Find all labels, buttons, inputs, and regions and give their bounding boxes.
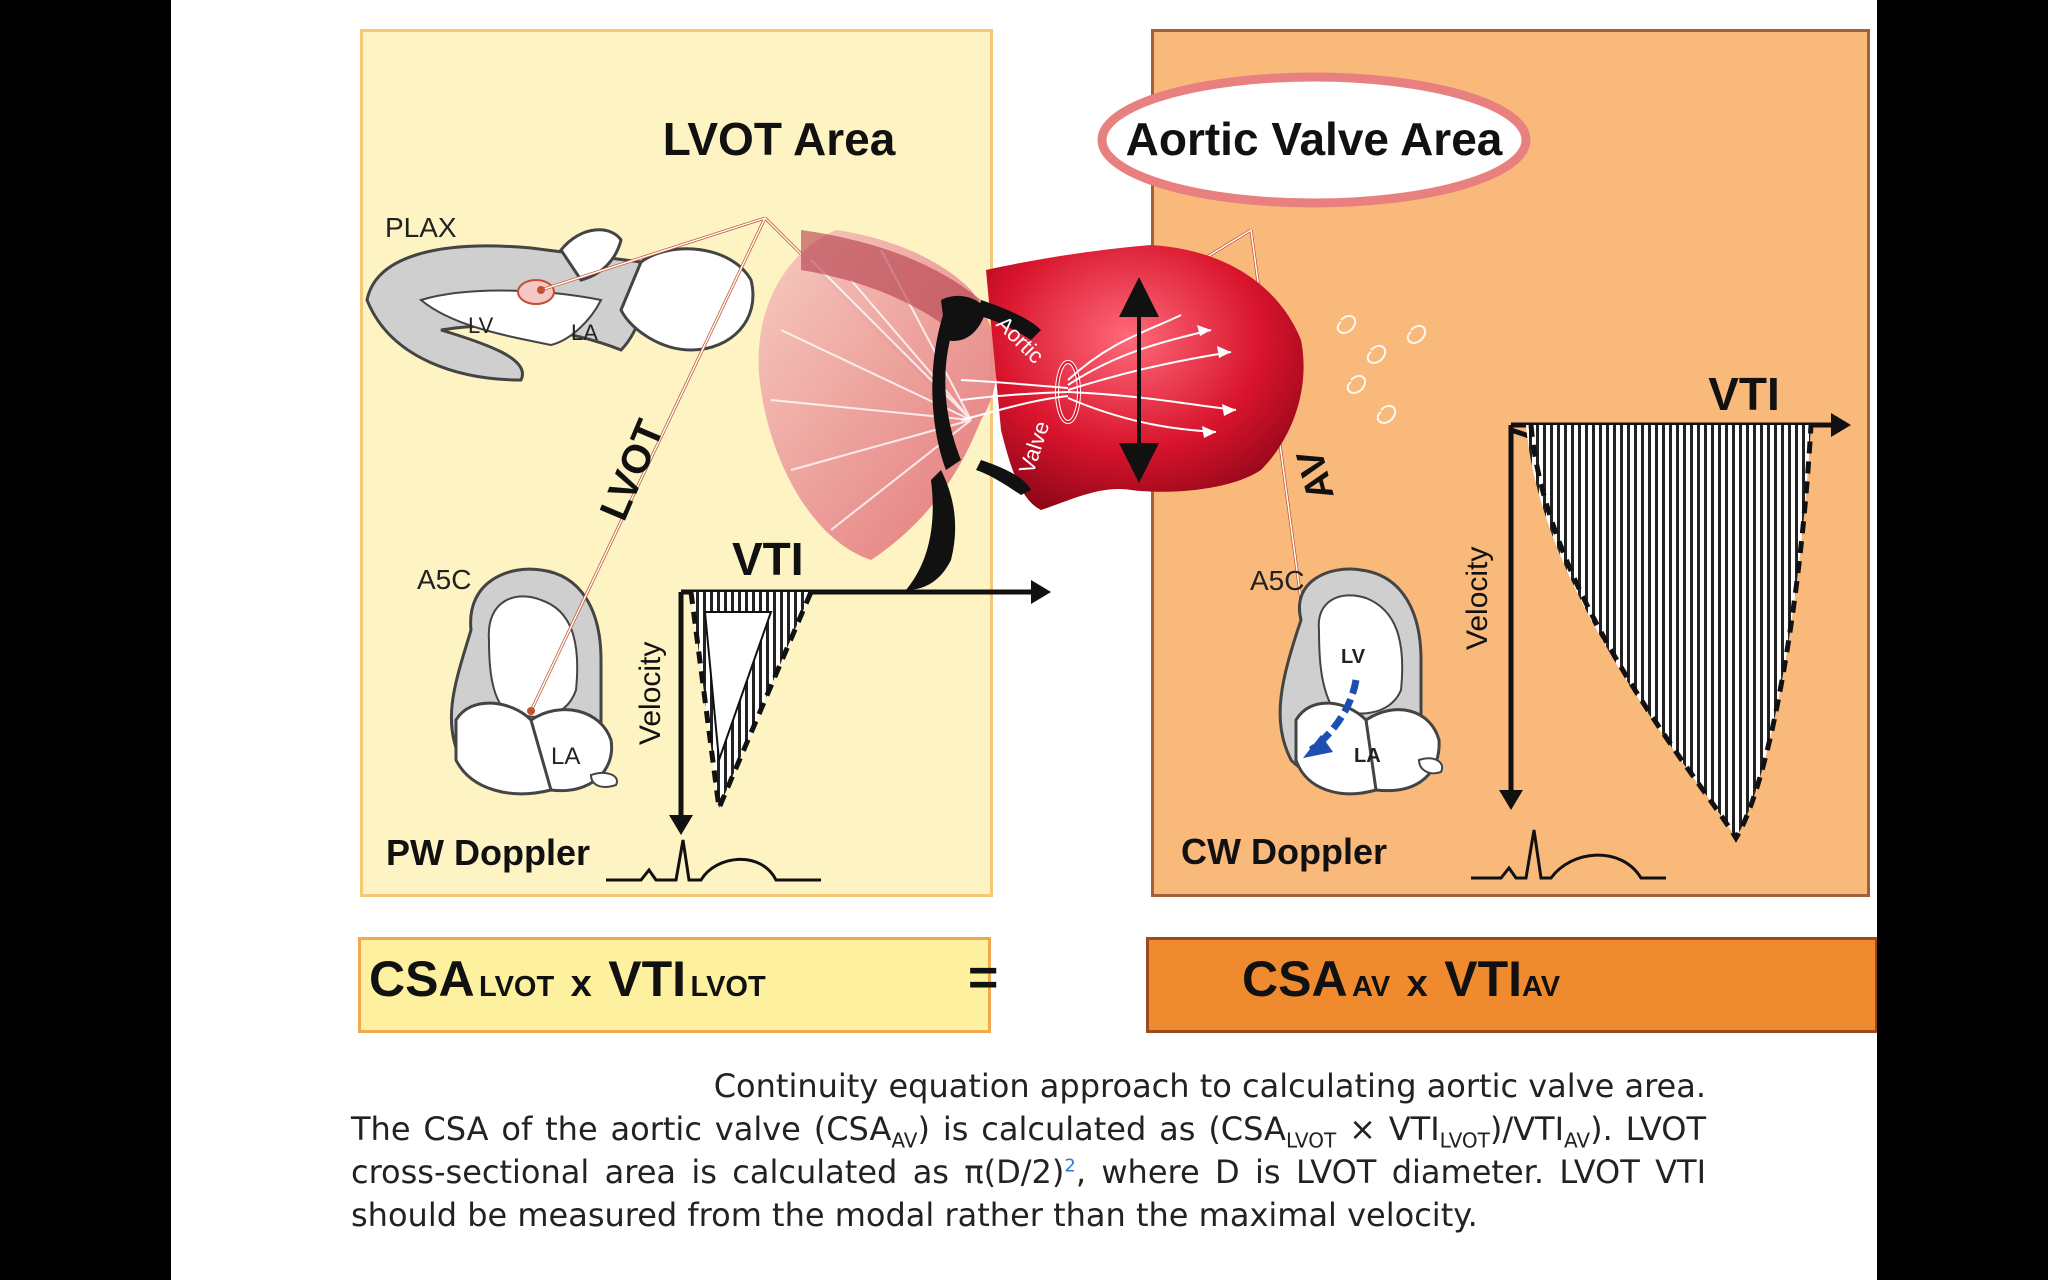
caption-text-3: × VTI [1336, 1110, 1440, 1148]
pw-doppler-label: PW Doppler [386, 832, 590, 873]
lvot-equation-box [358, 937, 991, 1033]
av-equation: CSA AV x VTIAV [1242, 950, 1560, 1008]
diagram-art: LVOT Area Aortic Valve Area PLAX LV LA L… [365, 72, 1851, 882]
cw-doppler-label: CW Doppler [1181, 831, 1387, 872]
plax-label: PLAX [385, 212, 457, 243]
caption-text-4: )/VTI [1489, 1110, 1565, 1148]
cw-velocity-label: Velocity [1461, 547, 1494, 650]
times-right: x [1406, 963, 1428, 1005]
pw-doppler-plot [606, 580, 1051, 882]
plax-la-label: LA [571, 320, 598, 345]
aortic-valve-illustration [758, 230, 1641, 590]
vti-lvot-term: VTI [608, 951, 687, 1007]
a5c-heart-illustration-left [449, 567, 618, 796]
pw-vti-label: VTI [732, 533, 804, 585]
figure-caption: Continuity equation approach to calculat… [351, 1065, 1706, 1237]
plax-heart-illustration [365, 228, 755, 382]
csa-lvot-sub: LVOT [479, 971, 555, 1003]
caption-sub-lvot-1: LVOT [1285, 1128, 1337, 1153]
plax-lv-label: LV [468, 313, 494, 338]
caption-sub-av: AV [891, 1128, 918, 1153]
lvot-area-title: LVOT Area [663, 113, 896, 165]
csa-lvot-term: CSA [369, 951, 475, 1007]
figure-page: LVOT Area Aortic Valve Area PLAX LV LA L… [171, 0, 1877, 1280]
caption-sub-av-2: AV [1564, 1128, 1591, 1153]
equals-sign: = [968, 949, 999, 1007]
caption-text-1: The CSA of the aortic valve (CSA [351, 1110, 892, 1148]
vti-av-term: VTI [1444, 951, 1523, 1007]
caption-reference-2[interactable]: 2 [1064, 1155, 1076, 1177]
caption-text-6: , where D is LVOT diameter. LVOT VTI sho… [351, 1153, 1707, 1234]
csa-av-term: CSA [1242, 951, 1348, 1007]
cw-doppler-plot [1471, 413, 1851, 880]
cw-vti-label: VTI [1708, 368, 1780, 420]
a5c-left-la-label: LA [551, 743, 580, 770]
a5c-left-label: A5C [417, 564, 471, 595]
aortic-valve-area-oval [1097, 72, 1531, 208]
caption-text-5: ). LVOT cross-sectional area is calculat… [351, 1110, 1707, 1191]
csa-av-sub: AV [1352, 971, 1391, 1003]
a5c-right-label: A5C [1250, 565, 1304, 596]
caption-line-1: Continuity equation approach to calculat… [713, 1067, 1706, 1105]
lvot-equation: CSA LVOT x VTI LVOT [369, 950, 766, 1008]
times-left: x [570, 963, 592, 1005]
pw-velocity-label: Velocity [634, 642, 667, 745]
av-label: AV [1289, 445, 1343, 505]
vti-av-sub: AV [1522, 971, 1561, 1003]
a5c-right-la-label: LA [1354, 745, 1381, 767]
caption-sub-lvot-2: LVOT [1439, 1128, 1490, 1153]
av-equation-box [1146, 937, 1877, 1033]
a5c-right-lv-label: LV [1341, 646, 1366, 668]
caption-text-2: ) is calculated as (CSA [917, 1110, 1286, 1148]
lvot-label: LVOT [592, 414, 673, 527]
aortic-valve-area-title: Aortic Valve Area [1126, 113, 1503, 165]
vti-lvot-sub: LVOT [690, 971, 766, 1003]
a5c-heart-illustration-right [1278, 567, 1444, 796]
